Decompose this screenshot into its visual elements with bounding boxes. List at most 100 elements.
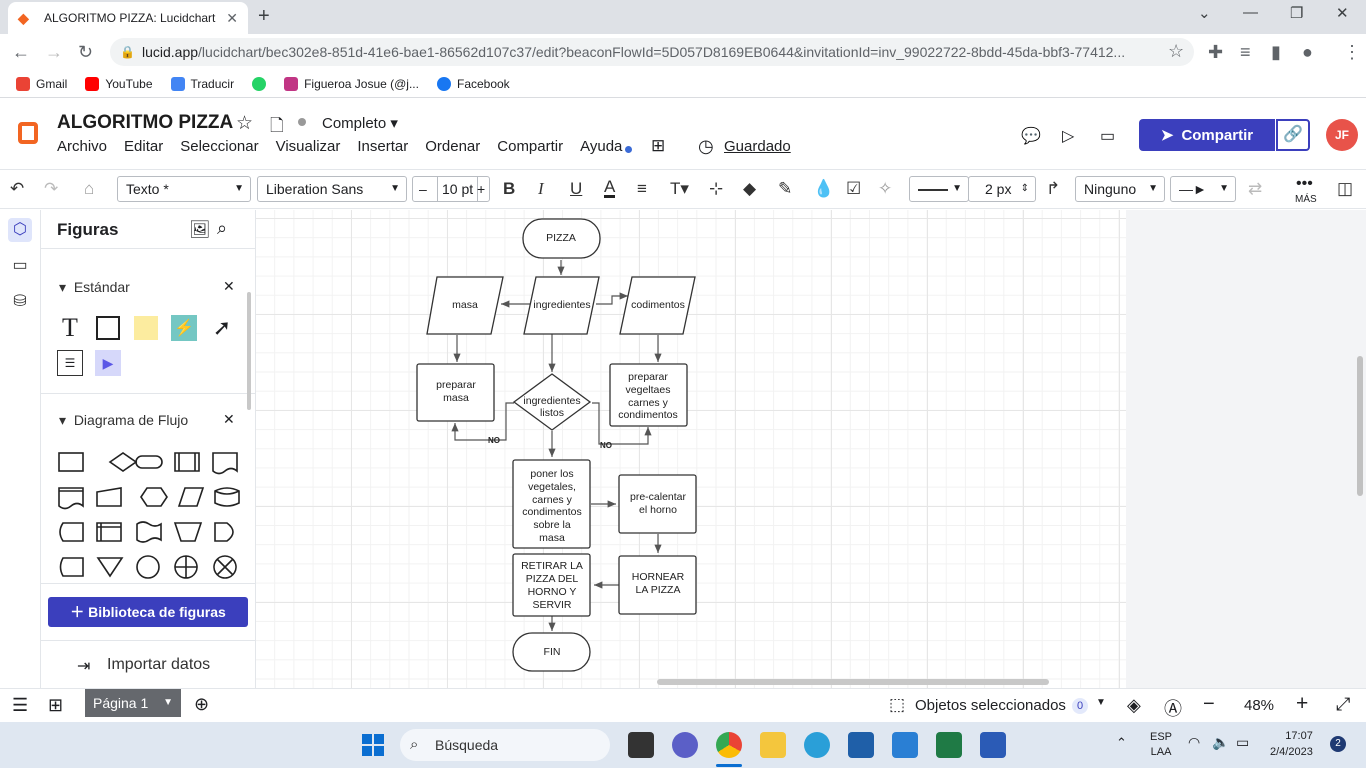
saved-status[interactable]: Guardado [724, 138, 791, 155]
preparation-shape-icon[interactable] [140, 487, 168, 507]
bookmark-star-icon[interactable]: ☆ [1168, 41, 1185, 61]
search-icon[interactable]: ⌕ [217, 218, 228, 238]
edge-ingredientes-codimentos[interactable] [596, 292, 628, 305]
task-view-icon[interactable] [628, 732, 654, 758]
format-painter-icon[interactable]: ⌂ [84, 179, 95, 198]
arrow-end-select[interactable]: —►▼ [1170, 176, 1236, 202]
bookmark-gmail[interactable]: Gmail [16, 76, 67, 91]
integrations-icon[interactable]: ⊞ [651, 136, 666, 155]
horizontal-scrollbar[interactable] [657, 679, 1049, 685]
node-retirar[interactable] [512, 553, 591, 617]
panel-scrollbar[interactable] [247, 292, 251, 410]
delay-shape-icon[interactable] [214, 522, 234, 542]
bookmark-instagram[interactable]: Figueroa Josue (@j... [284, 76, 419, 91]
more-label[interactable]: MÁS [1295, 194, 1317, 205]
bookmark-whatsapp[interactable] [252, 76, 267, 91]
diagram-canvas[interactable]: PIZZA masa ingredientes codimentos prepa… [256, 210, 1126, 688]
star-icon[interactable]: ☆ [236, 113, 254, 134]
zoom-level[interactable]: 48% [1244, 697, 1275, 714]
node-ingredientes[interactable] [523, 276, 600, 335]
process-shape-icon[interactable] [58, 452, 84, 472]
new-tab-icon[interactable]: + [258, 5, 270, 27]
node-pizza[interactable] [522, 218, 601, 259]
list-shape-icon[interactable]: ☰ [57, 350, 83, 376]
document-shape-icon[interactable] [212, 452, 238, 475]
import-data-link[interactable]: Importar datos [107, 656, 211, 673]
stored-data-shape-icon[interactable] [59, 522, 84, 542]
bold-icon[interactable]: B [503, 179, 516, 198]
close-icon[interactable]: ✕ [223, 411, 235, 427]
page-tab[interactable]: Página 1▼ [85, 689, 181, 717]
back-icon[interactable]: ← [12, 42, 30, 62]
accessibility-icon[interactable]: Ⓐ [1164, 699, 1182, 719]
arrow-shape-icon[interactable]: ➚ [212, 315, 232, 340]
redo-icon[interactable]: ↷ [44, 179, 59, 198]
node-masa[interactable] [426, 276, 504, 335]
notification-badge[interactable]: 2 [1330, 736, 1346, 752]
avatar[interactable]: JF [1326, 119, 1358, 151]
bookmark-traducir[interactable]: Traducir [170, 76, 234, 91]
font-size-stepper[interactable]: – 10 pt + [412, 176, 490, 202]
kebab-menu-icon[interactable]: ⋮ [1343, 42, 1361, 62]
excel-icon[interactable] [936, 732, 962, 758]
menu-editar[interactable]: Editar [124, 138, 164, 155]
sidepanel-icon[interactable]: ▮ [1271, 42, 1281, 62]
predefined-process-shape-icon[interactable] [174, 452, 200, 472]
align-icon[interactable]: ≡ [637, 179, 647, 198]
minimize-icon[interactable]: — [1243, 4, 1258, 21]
multi-document-shape-icon[interactable] [58, 487, 84, 510]
fill-color-icon[interactable]: ◆ [743, 179, 757, 198]
selection-icon[interactable]: ⬚ [889, 695, 906, 714]
word-icon[interactable] [980, 732, 1006, 758]
node-poner-vegetales[interactable] [512, 459, 591, 549]
node-precalentar[interactable] [618, 474, 697, 534]
text-shape-icon[interactable]: T [62, 313, 78, 342]
zoom-out-icon[interactable]: − [1203, 693, 1215, 715]
font-select[interactable]: Liberation Sans▼ [257, 176, 407, 202]
menu-ordenar[interactable]: Ordenar [425, 138, 481, 155]
node-fin[interactable] [512, 632, 591, 672]
chevron-down-icon[interactable]: ▼ [163, 697, 173, 708]
layers-icon[interactable]: ◈ [1127, 695, 1141, 715]
lightning-shape-icon[interactable]: ⚡ [171, 315, 197, 341]
reload-icon[interactable]: ↻ [78, 42, 94, 62]
chevron-down-icon[interactable]: ⌄ [1198, 5, 1211, 22]
edge-no-left[interactable] [451, 402, 514, 441]
present-icon[interactable]: ▷ [1062, 128, 1075, 145]
tape-shape-icon[interactable] [136, 521, 162, 543]
position-icon[interactable]: ⊹ [709, 179, 724, 198]
terminator-shape-icon[interactable] [135, 455, 163, 469]
decision-shape-icon[interactable] [108, 452, 138, 472]
bookmark-facebook[interactable]: Facebook [436, 76, 510, 91]
close-icon[interactable]: ✕ [223, 278, 235, 294]
shapes-icon[interactable]: ⬡ [8, 218, 32, 242]
vertical-scrollbar[interactable] [1357, 356, 1363, 496]
windows-start-icon[interactable] [362, 734, 384, 756]
section-standard[interactable]: ▾ Estándar [59, 279, 130, 295]
swap-icon[interactable]: ⇄ [1248, 179, 1263, 198]
menu-archivo[interactable]: Archivo [57, 138, 108, 155]
connector-style-icon[interactable]: ↱ [1046, 179, 1061, 198]
plus-icon[interactable]: + [477, 181, 486, 197]
manual-operation-shape-icon[interactable] [173, 522, 203, 542]
data-icon[interactable]: ⛁ [13, 293, 27, 310]
profile-icon[interactable]: ● [1302, 42, 1313, 62]
chevron-down-icon[interactable]: ▼ [1096, 697, 1106, 708]
bookmark-youtube[interactable]: YouTube [85, 76, 153, 91]
edge-no-right[interactable] [592, 402, 652, 445]
merge-shape-icon[interactable] [96, 557, 124, 578]
endpoint-select[interactable]: Ninguno▼ [1075, 176, 1165, 202]
panel-toggle-icon[interactable]: ◫ [1337, 179, 1354, 198]
document-status[interactable]: Completo ▾ [322, 115, 398, 132]
underline-icon[interactable]: U [570, 179, 583, 198]
document-icon[interactable]: 🗋 [270, 116, 284, 135]
menu-seleccionar[interactable]: Seleccionar [180, 138, 259, 155]
display-shape-icon[interactable] [59, 557, 84, 577]
browser-tab[interactable]: ◆ ALGORITMO PIZZA: Lucidchart ✕ [8, 2, 248, 34]
chevron-up-icon[interactable]: ⌃ [1116, 735, 1127, 750]
wifi-icon[interactable]: ◠ [1188, 734, 1201, 750]
video-shape-icon[interactable]: ▶ [95, 350, 121, 376]
vscode-icon[interactable] [892, 732, 918, 758]
